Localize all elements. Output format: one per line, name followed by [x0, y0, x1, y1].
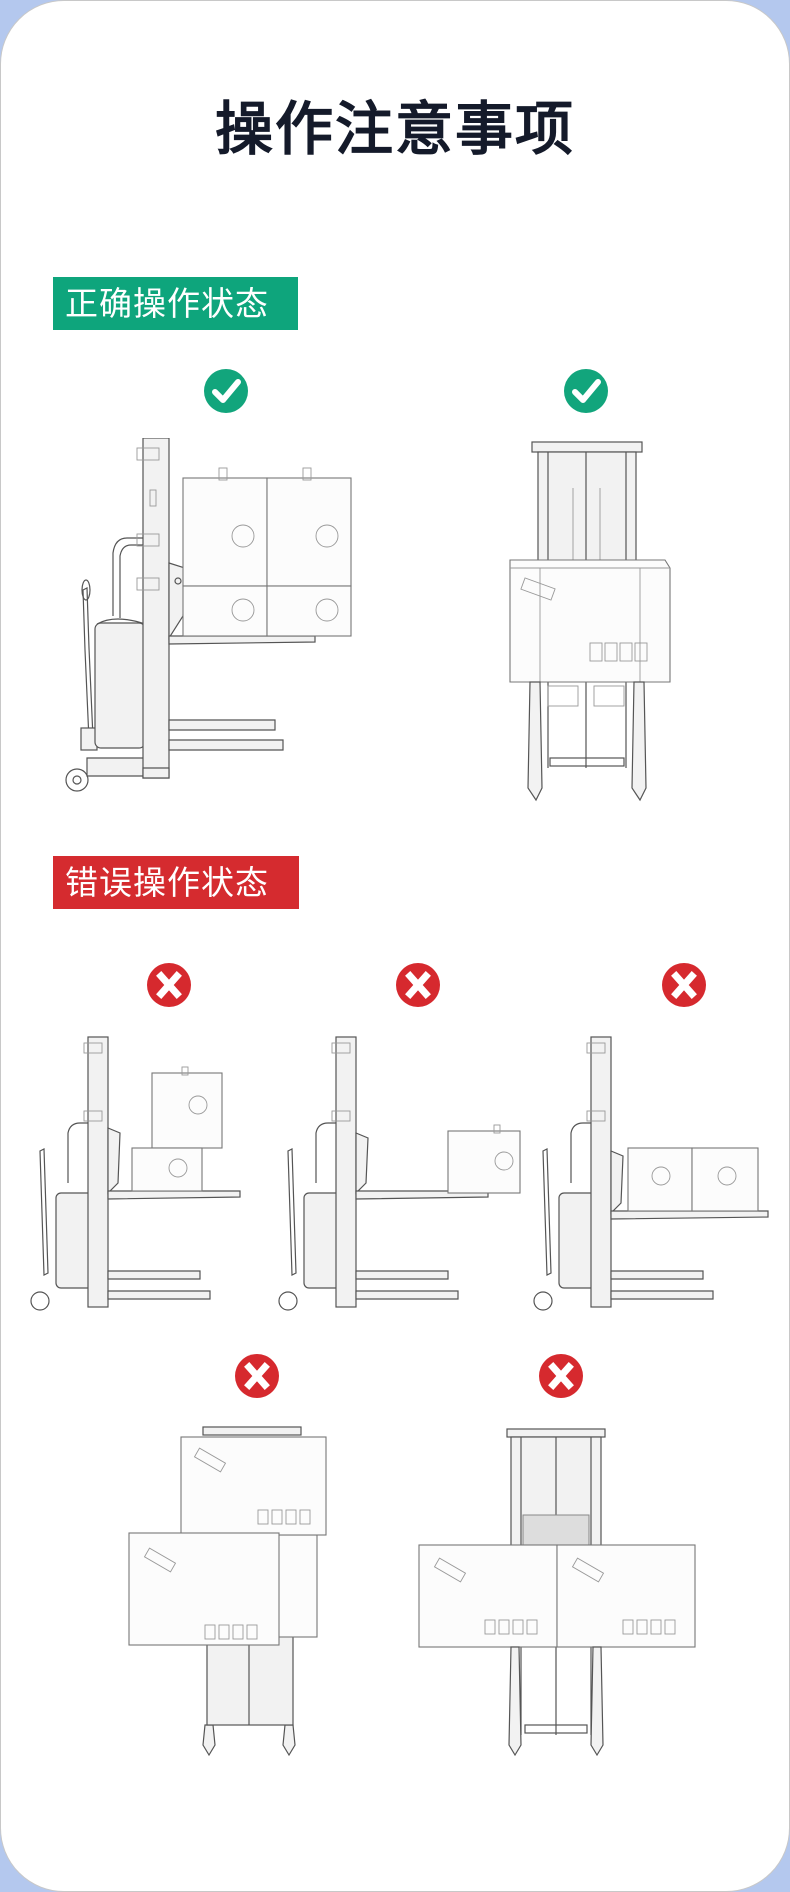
correct-operation-label: 正确操作状态 [53, 277, 298, 330]
stacker-side-view-correct-illustration [65, 438, 375, 810]
wrong-operation-label: 错误操作状态 [53, 856, 299, 909]
check-icon [564, 369, 608, 413]
page-title: 操作注意事项 [214, 95, 575, 163]
stacker-front-view-correct-illustration [500, 438, 680, 813]
stacker-front-view-wrong-illustration-2 [415, 1425, 700, 1765]
cross-icon [147, 963, 191, 1007]
check-icon [204, 369, 248, 413]
stacker-side-view-wrong-illustration-3 [533, 1033, 773, 1313]
cross-icon [662, 963, 706, 1007]
stacker-side-view-wrong-illustration-2 [278, 1033, 523, 1313]
stacker-front-view-wrong-illustration-1 [125, 1425, 335, 1765]
cross-icon [235, 1354, 279, 1398]
cross-icon [539, 1354, 583, 1398]
cross-icon [396, 963, 440, 1007]
stacker-side-view-wrong-illustration-1 [30, 1033, 260, 1313]
